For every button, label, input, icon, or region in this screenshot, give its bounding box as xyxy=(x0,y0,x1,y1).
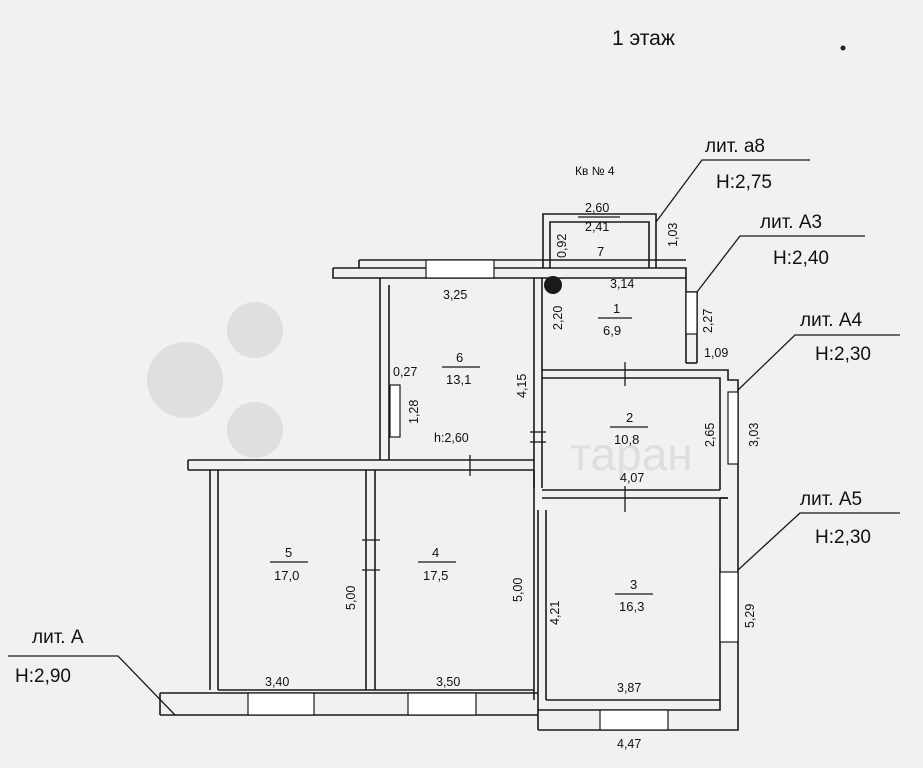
litera-a4-height: Н:2,30 xyxy=(815,344,871,365)
dim-1-28: 1,28 xyxy=(407,400,421,424)
dim-2-60: 2,60 xyxy=(585,201,609,215)
leader-lines xyxy=(8,159,900,716)
dim-2-65: 2,65 xyxy=(703,423,717,447)
room-2-number: 2 xyxy=(626,410,633,425)
dim-1-03: 1,03 xyxy=(666,223,680,247)
litera-a-name: лит. А xyxy=(32,627,84,648)
room-2-area: 10,8 xyxy=(614,432,639,447)
litera-a3-height: Н:2,40 xyxy=(773,248,829,269)
dim-0-92: 0,92 xyxy=(555,234,569,258)
litera-a8-name: лит. а8 xyxy=(705,136,765,157)
dim-3-25: 3,25 xyxy=(443,288,467,302)
room-1-number: 1 xyxy=(613,301,620,316)
apartment-number: Кв № 4 xyxy=(575,164,615,178)
litera-a4-name: лит. А4 xyxy=(800,310,863,331)
dim-4-07: 4,07 xyxy=(620,471,644,485)
litera-a-height: Н:2,90 xyxy=(15,666,71,687)
stair-marker xyxy=(544,276,562,294)
dim-5-00-left: 5,00 xyxy=(344,586,358,610)
floor-title: 1 этаж xyxy=(612,27,675,50)
dim-3-87: 3,87 xyxy=(617,681,641,695)
room-6-number: 6 xyxy=(456,350,463,365)
litera-a5-height: Н:2,30 xyxy=(815,527,871,548)
dim-0-27: 0,27 xyxy=(393,365,417,379)
dim-5-29: 5,29 xyxy=(743,604,757,628)
room-5-number: 5 xyxy=(285,545,292,560)
dim-3-03: 3,03 xyxy=(747,423,761,447)
room-4-area: 17,5 xyxy=(423,568,448,583)
room-3-area: 16,3 xyxy=(619,599,644,614)
dim-2-41: 2,41 xyxy=(585,220,609,234)
dim-2-27: 2,27 xyxy=(701,309,715,333)
dim-4-21: 4,21 xyxy=(548,601,562,625)
dim-5-00-right: 5,00 xyxy=(511,578,525,602)
room-6-area: 13,1 xyxy=(446,372,471,387)
dim-3-50: 3,50 xyxy=(436,675,460,689)
watermark-text: таран xyxy=(570,428,693,480)
room-4-number: 4 xyxy=(432,545,439,560)
windows xyxy=(247,259,739,731)
dimensions: 2,60 2,41 0,92 1,03 3,14 2,20 2,27 3,25 … xyxy=(265,201,761,751)
dim-4-15: 4,15 xyxy=(515,374,529,398)
litera-a3-name: лит. А3 xyxy=(760,212,822,233)
dim-1-09: 1,09 xyxy=(704,346,728,360)
dim-2-20: 2,20 xyxy=(551,306,565,330)
room-1-area: 6,9 xyxy=(603,323,621,338)
room-3-number: 3 xyxy=(630,577,637,592)
litera-a8-height: Н:2,75 xyxy=(716,172,772,193)
room-7-number: 7 xyxy=(597,244,604,259)
door-marks xyxy=(362,362,626,571)
room-6-height: h:2,60 xyxy=(434,431,469,445)
dim-3-40: 3,40 xyxy=(265,675,289,689)
litera-a5-name: лит. А5 xyxy=(800,489,862,510)
room-labels: 7 1 6,9 2 10,8 3 16,3 4 17,5 5 17,0 6 13… xyxy=(270,244,653,614)
dim-4-47: 4,47 xyxy=(617,737,641,751)
room-5-area: 17,0 xyxy=(274,568,299,583)
dim-3-14: 3,14 xyxy=(610,277,634,291)
watermark: таран xyxy=(147,302,693,480)
dot-mark xyxy=(840,45,846,51)
